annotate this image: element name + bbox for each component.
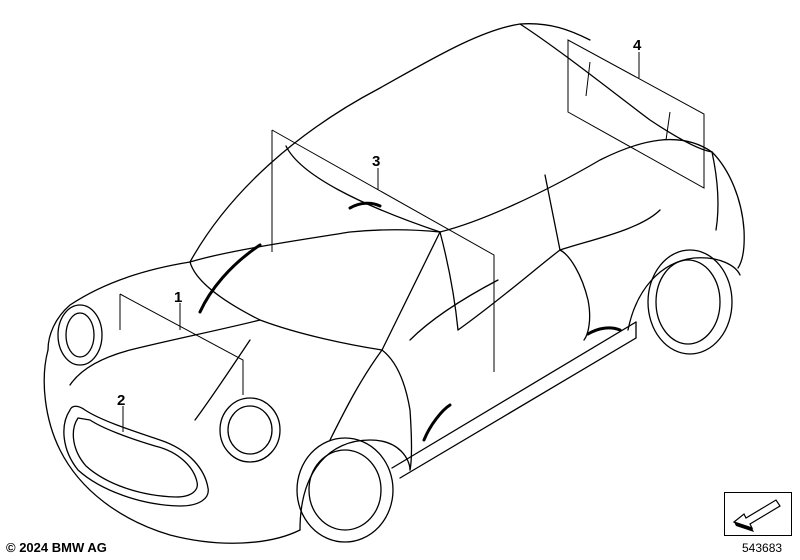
callout-3[interactable]: 3 <box>372 153 380 170</box>
callout-2[interactable]: 2 <box>117 392 125 409</box>
part-1-hood-decal-frame <box>119 293 244 395</box>
document-number: 543683 <box>742 541 783 555</box>
arrow-navigation-icon[interactable] <box>724 492 792 536</box>
copyright-text: © 2024 BMW AG <box>6 540 107 555</box>
callout-1[interactable]: 1 <box>174 289 182 306</box>
car-outline <box>43 23 745 544</box>
part-3-windshield-frame <box>271 129 495 372</box>
callout-4[interactable]: 4 <box>633 37 642 54</box>
part-4-rear-window-frame <box>567 39 705 189</box>
